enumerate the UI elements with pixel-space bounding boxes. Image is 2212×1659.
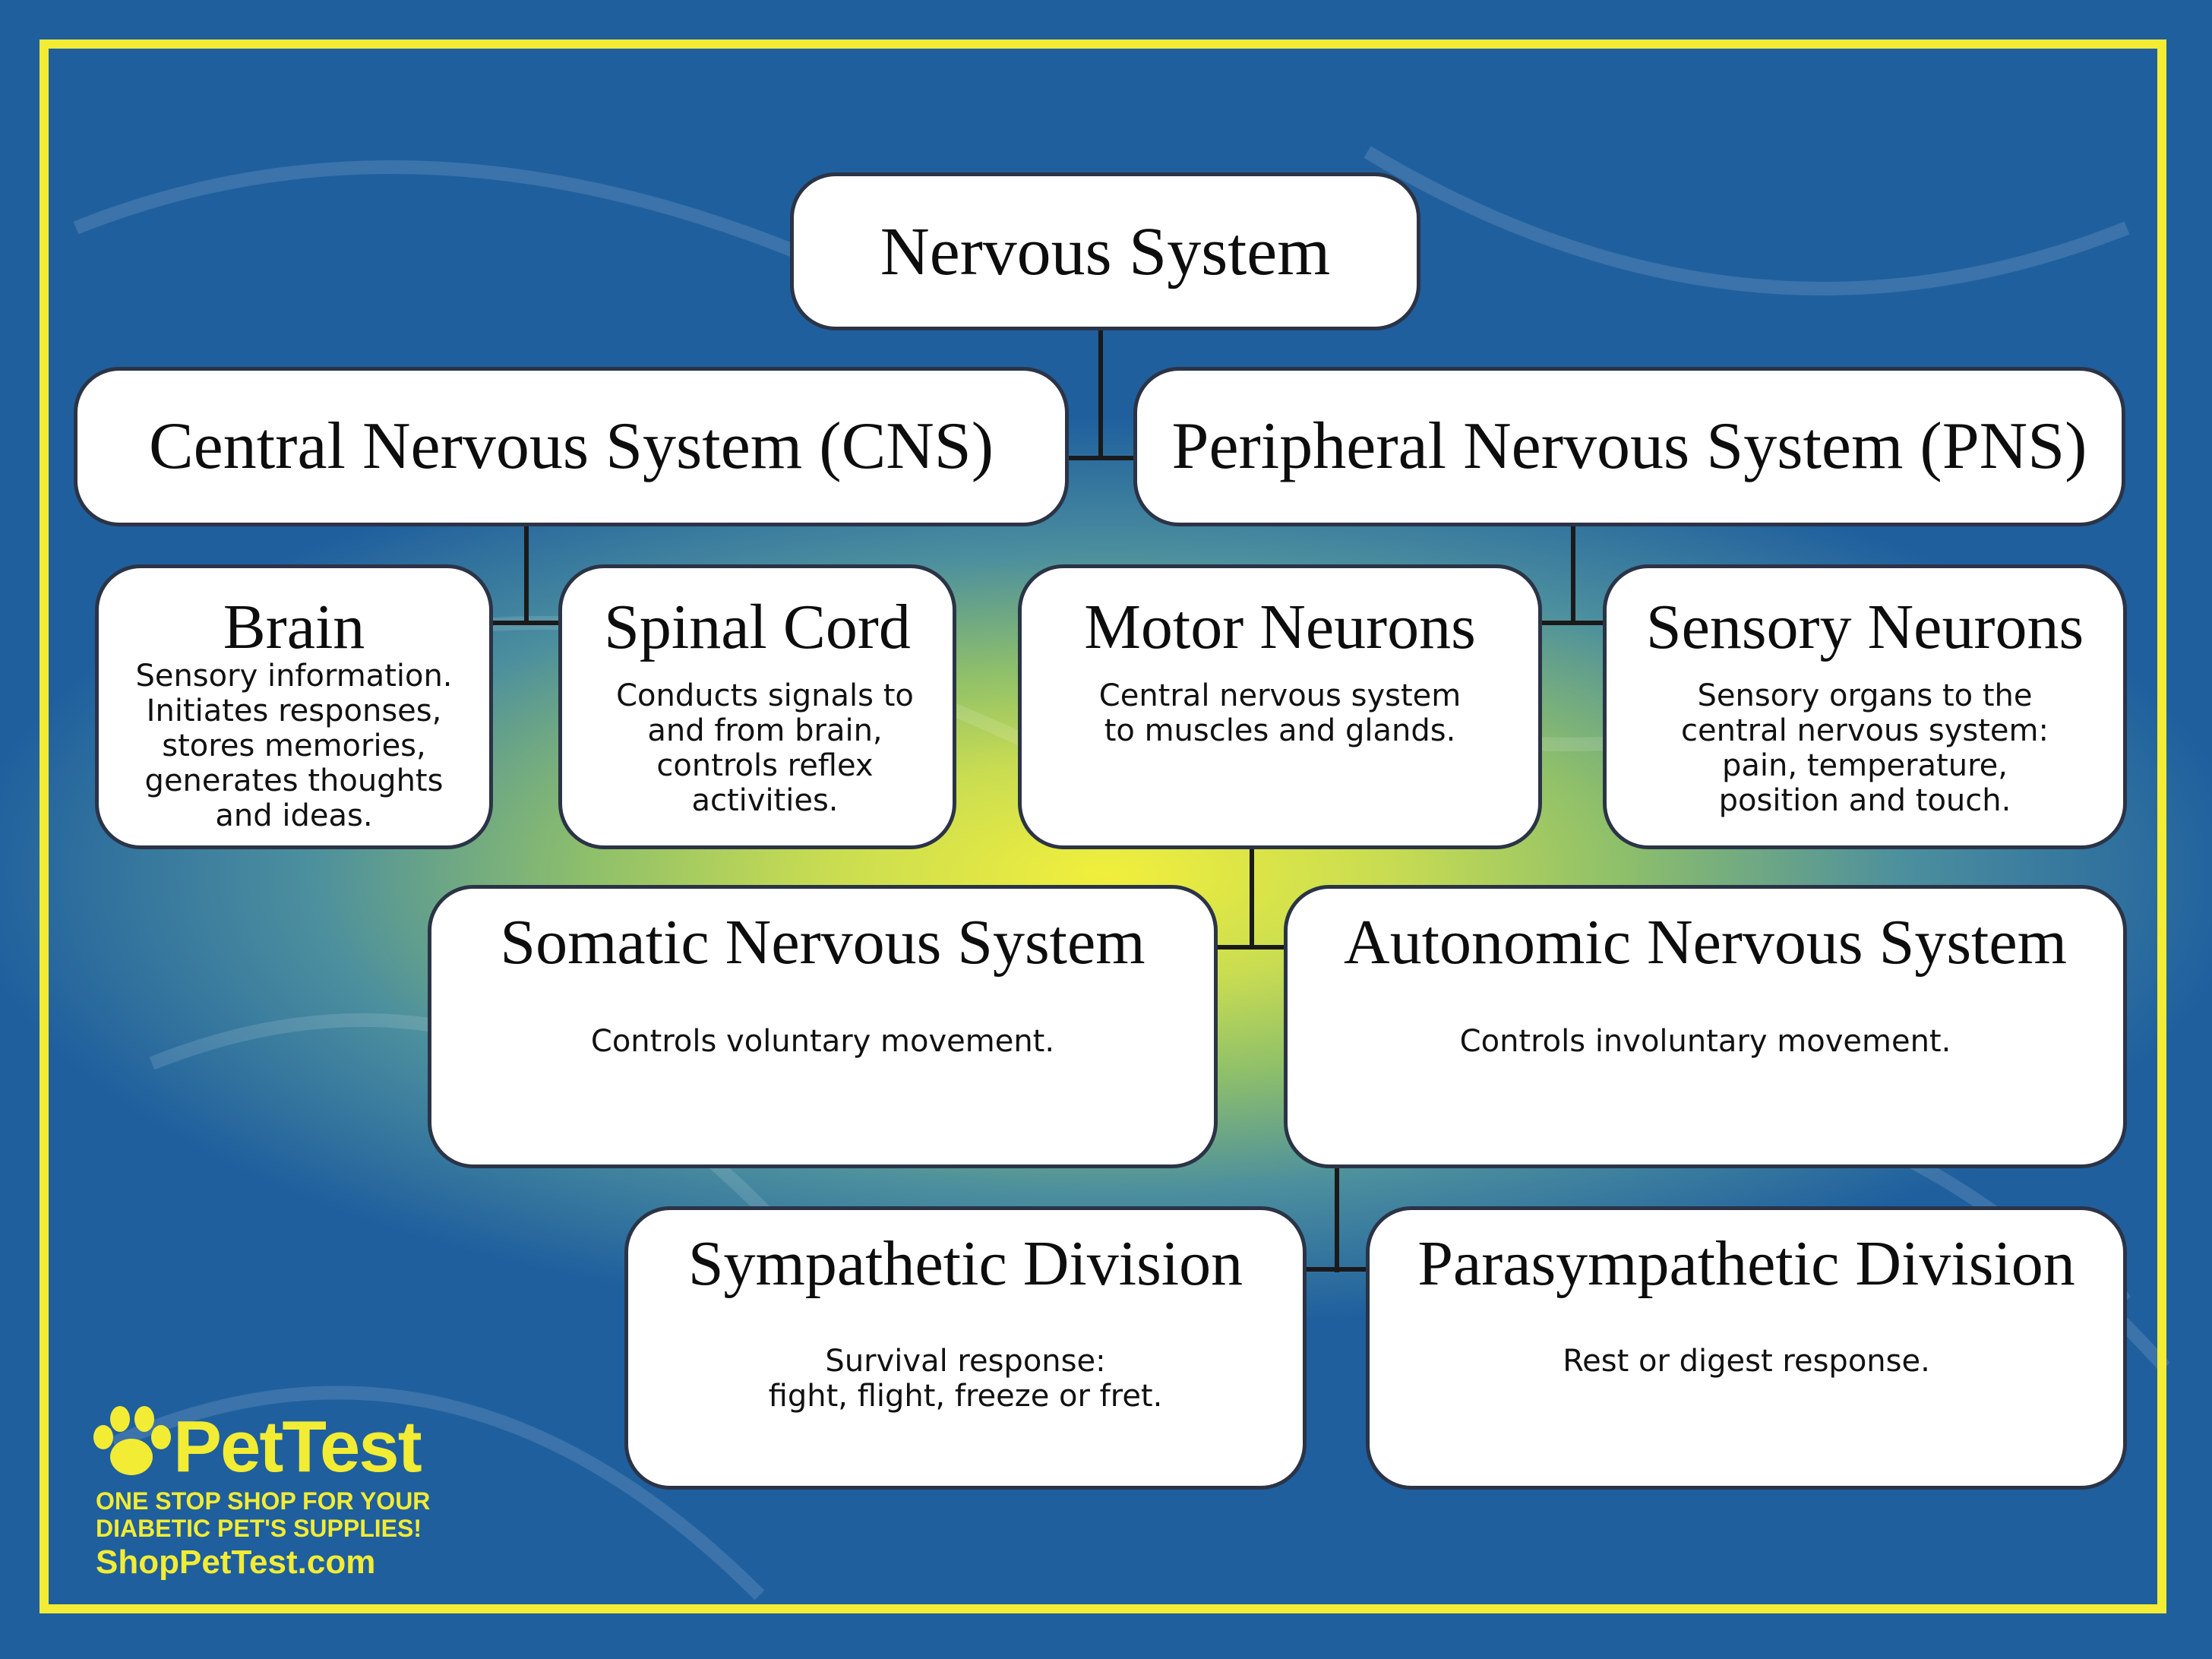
node-autonomic: Autonomic Nervous System Controls involu… xyxy=(1284,885,2127,1168)
connector-brain-spinal xyxy=(486,621,566,625)
node-parasympathetic: Parasympathetic Division Rest or digest … xyxy=(1366,1206,2127,1490)
logo-url: ShopPetTest.com xyxy=(96,1544,376,1581)
node-title: Autonomic Nervous System xyxy=(1344,907,2067,978)
connector-motor-trunk xyxy=(1250,843,1254,950)
node-title: Central Nervous System (CNS) xyxy=(148,409,994,483)
yellow-frame xyxy=(40,40,2166,1613)
node-title: Sensory Neurons xyxy=(1645,592,2084,662)
connector-somatic-autonomic xyxy=(1212,945,1288,950)
node-description: Sensory information. Initiates responses… xyxy=(135,659,453,833)
node-description: Controls involuntary movement. xyxy=(1459,1024,1951,1059)
node-title: Nervous System xyxy=(880,214,1331,289)
connector-root-trunk xyxy=(1098,327,1103,460)
paw-icon xyxy=(93,1406,171,1475)
connector-autonomic-trunk xyxy=(1335,1162,1339,1272)
node-description: Rest or digest response. xyxy=(1563,1344,1930,1379)
connector-cns-pns xyxy=(1063,456,1139,460)
connector-pns-trunk xyxy=(1571,524,1575,623)
node-description: Survival response: fight, flight, freeze… xyxy=(768,1344,1163,1414)
node-sympathetic: Sympathetic Division Survival response: … xyxy=(624,1206,1307,1490)
connector-sympathetic-parasympathetic xyxy=(1303,1267,1379,1272)
node-title: Somatic Nervous System xyxy=(500,907,1146,978)
node-title: Spinal Cord xyxy=(604,592,911,662)
logo-tagline: ONE STOP SHOP FOR YOUR DIABETIC PET'S SU… xyxy=(96,1487,431,1542)
node-description: Conducts signals to and from brain, cont… xyxy=(616,678,914,818)
node-description: Sensory organs to the central nervous sy… xyxy=(1681,678,2049,818)
node-motor-neurons: Motor Neurons Central nervous system to … xyxy=(1018,564,1542,849)
node-description: Controls voluntary movement. xyxy=(590,1024,1055,1059)
node-pns: Peripheral Nervous System (PNS) xyxy=(1133,367,2125,526)
node-title: Sympathetic Division xyxy=(687,1228,1243,1299)
node-description: Central nervous system to muscles and gl… xyxy=(1098,678,1462,748)
node-title: Parasympathetic Division xyxy=(1417,1228,2075,1299)
node-title: Motor Neurons xyxy=(1084,592,1476,662)
connector-motor-sensory xyxy=(1534,621,1618,625)
node-cns: Central Nervous System (CNS) xyxy=(74,367,1069,526)
node-title: Brain xyxy=(223,592,365,662)
logo-name: PetTest xyxy=(173,1406,422,1487)
node-sensory-neurons: Sensory Neurons Sensory organs to the ce… xyxy=(1603,564,2127,849)
connector-cns-trunk xyxy=(524,524,529,623)
node-title: Peripheral Nervous System (PNS) xyxy=(1171,409,2087,483)
node-nervous-system: Nervous System xyxy=(790,172,1420,330)
node-spinal-cord: Spinal Cord Conducts signals to and from… xyxy=(558,564,956,849)
node-brain: Brain Sensory information. Initiates res… xyxy=(95,564,493,849)
node-somatic: Somatic Nervous System Controls voluntar… xyxy=(428,885,1218,1168)
